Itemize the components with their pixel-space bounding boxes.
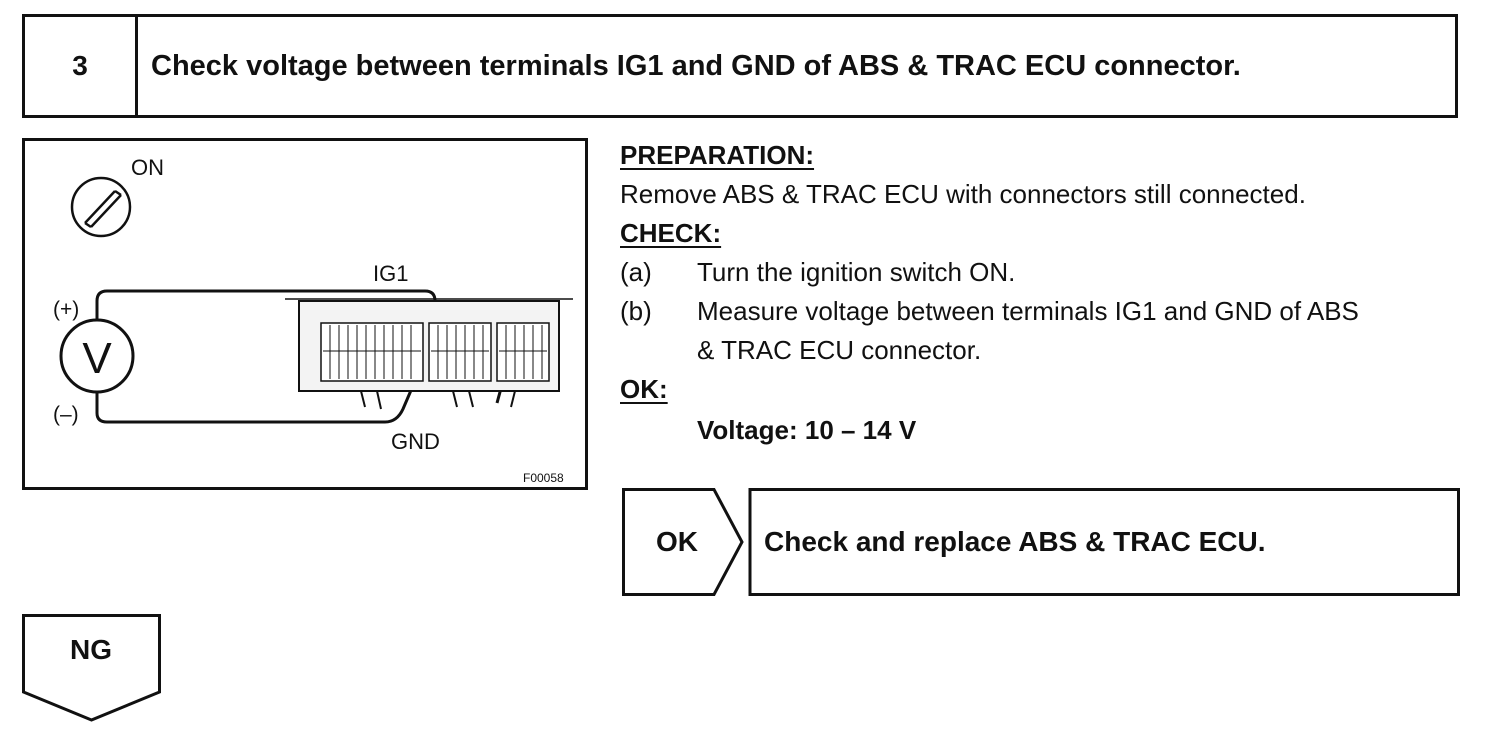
ok-arrow-icon: [622, 488, 1460, 596]
ok-result-box: OK Check and replace ABS & TRAC ECU.: [622, 488, 1460, 596]
switch-on-label: ON: [131, 155, 164, 180]
check-step-text-line2: & TRAC ECU connector.: [697, 335, 982, 365]
check-step-label: (a): [620, 257, 652, 287]
voltmeter-symbol: V: [82, 334, 112, 383]
ng-label: NG: [70, 634, 112, 665]
check-step-text: Measure voltage between terminals IG1 an…: [697, 292, 1480, 370]
check-step: (a) Turn the ignition switch ON.: [620, 253, 1480, 292]
instructions: PREPARATION: Remove ABS & TRAC ECU with …: [620, 136, 1480, 450]
ignition-switch-icon: [70, 176, 132, 238]
minus-terminal-label: (–): [53, 403, 79, 426]
preparation-text: Remove ABS & TRAC ECU with connectors st…: [620, 179, 1306, 209]
ok-heading: OK:: [620, 374, 668, 404]
wiring-figure: ON V (+) (–): [22, 138, 588, 490]
ok-label: OK: [656, 526, 698, 557]
voltmeter-icon: V: [59, 318, 135, 394]
step-title: Check voltage between terminals IG1 and …: [151, 49, 1241, 82]
check-step-text: Turn the ignition switch ON.: [697, 257, 1016, 287]
preparation-heading: PREPARATION:: [620, 140, 815, 170]
ig1-terminal-label: IG1: [373, 261, 408, 286]
abs-trac-ecu-icon: [285, 298, 573, 410]
check-step: (b) Measure voltage between terminals IG…: [620, 292, 1480, 370]
wiring-diagram: ON V (+) (–): [53, 155, 573, 485]
check-step-text-line1: Measure voltage between terminals IG1 an…: [697, 296, 1359, 326]
step-header: 3 Check voltage between terminals IG1 an…: [22, 14, 1458, 118]
ng-result-box: NG: [22, 614, 162, 724]
ok-result-text: Check and replace ABS & TRAC ECU.: [764, 526, 1266, 557]
check-step-label: (b): [620, 296, 652, 326]
ng-down-arrow-icon: [22, 614, 161, 722]
gnd-terminal-label: GND: [391, 429, 440, 454]
plus-terminal-label: (+): [53, 298, 79, 321]
ok-spec: Voltage: 10 – 14 V: [697, 415, 917, 445]
figure-code: F00058: [523, 471, 564, 485]
step-number: 3: [25, 17, 138, 115]
check-heading: CHECK:: [620, 218, 722, 248]
